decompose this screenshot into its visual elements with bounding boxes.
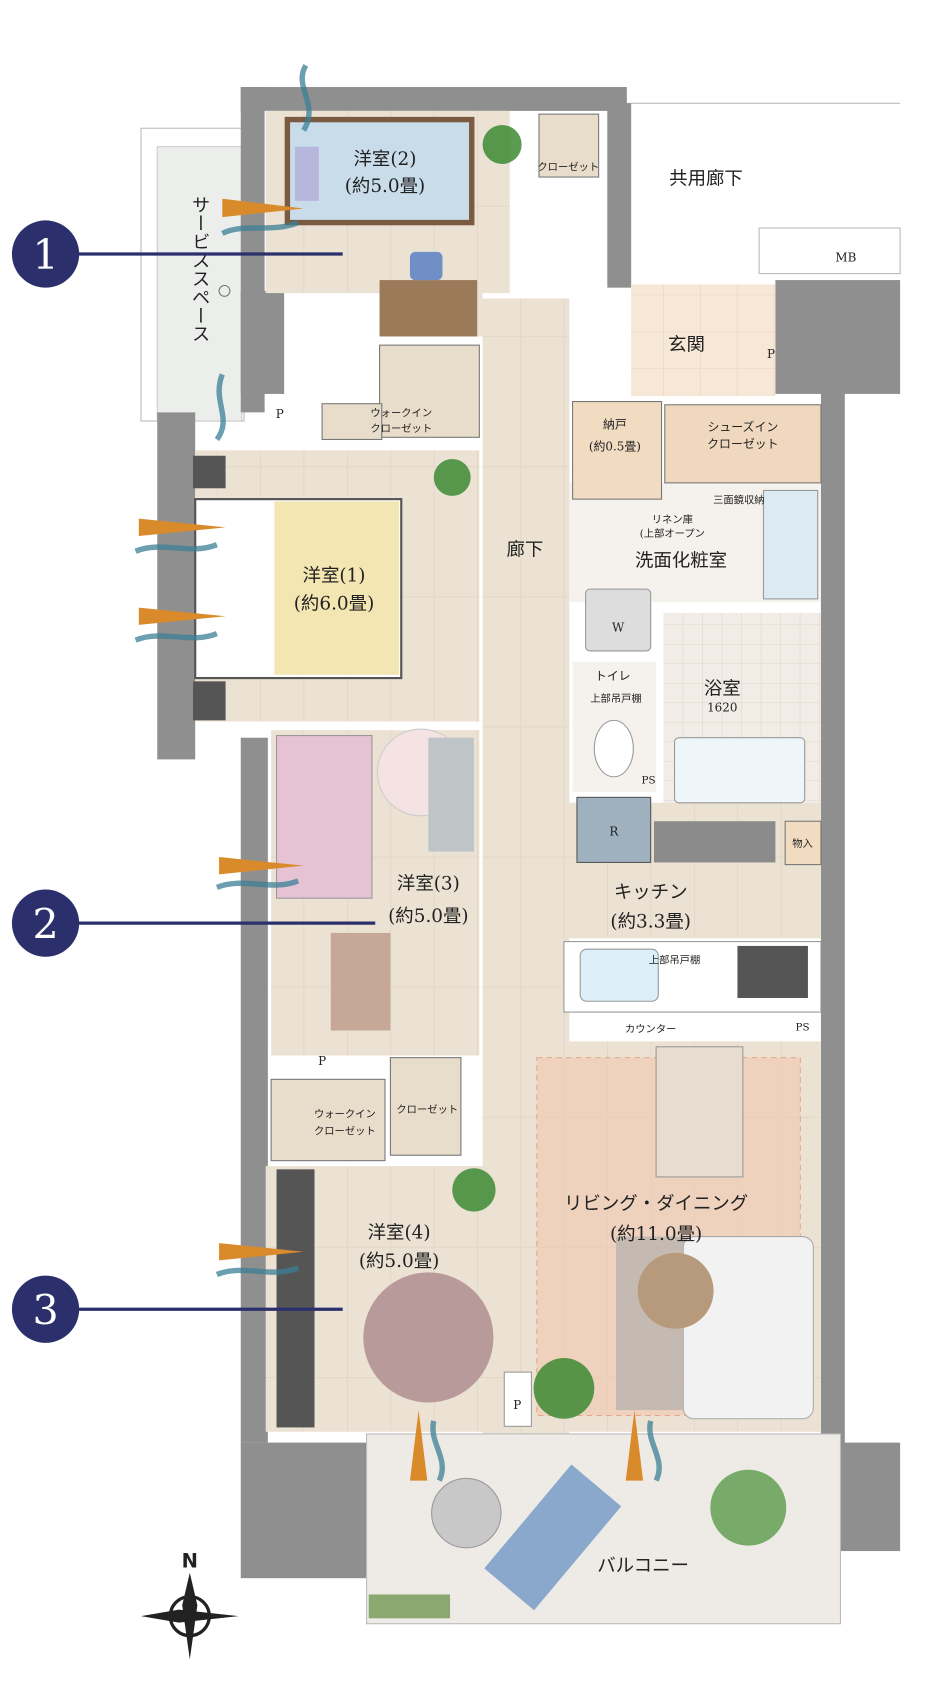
common-corridor-label: 共用廊下 — [669, 169, 743, 190]
bathtub — [674, 737, 806, 804]
desk-western2 — [379, 280, 478, 337]
p-label: P — [767, 347, 775, 361]
walkin2-label-2: クローゼット — [314, 1126, 376, 1138]
western3-size: (約5.0畳) — [388, 906, 469, 927]
shoe-closet-label-2: クローゼット — [707, 437, 778, 451]
p-label: P — [513, 1398, 521, 1412]
counter-label: カウンター — [625, 1024, 676, 1036]
mb-box — [758, 227, 901, 275]
furniture — [193, 113, 822, 1619]
tv-unit — [276, 1169, 315, 1428]
kitchen-cabinet-label: 上部吊戸棚 — [649, 953, 700, 966]
shoe-closet — [664, 404, 822, 484]
washer-label: W — [612, 620, 625, 634]
washer — [585, 588, 652, 652]
bed-western3 — [275, 735, 373, 899]
dining-table — [655, 1046, 744, 1178]
marker-2[interactable]: 2 — [11, 889, 376, 957]
sofa — [682, 1236, 814, 1420]
western1-label: 洋室(1) — [303, 566, 366, 587]
walkin2-label: ウォークイン — [314, 1108, 376, 1120]
fridge-label: R — [609, 824, 619, 838]
walkin1-label-2: クローゼット — [370, 423, 432, 435]
washroom-label: 洗面化粧室 — [635, 550, 727, 571]
marker-3[interactable]: 3 — [11, 1275, 343, 1343]
plant — [452, 1168, 496, 1212]
bath-label: 浴室 — [704, 678, 741, 699]
mb-label: MB — [835, 251, 856, 265]
plant — [482, 124, 522, 165]
marker-number: 1 — [32, 231, 58, 279]
closet-label-top: クローゼット — [537, 162, 599, 174]
western3-label: 洋室(3) — [397, 874, 460, 895]
linen-label: リネン庫 — [652, 513, 693, 526]
north-label: N — [182, 1549, 198, 1572]
mirror-storage-label: 三面鏡収納 — [713, 493, 764, 506]
marker-number: 3 — [32, 1286, 58, 1334]
p-label: P — [276, 407, 284, 421]
ps-label: PS — [642, 774, 656, 786]
walls — [157, 87, 901, 1579]
toilet-label: トイレ — [595, 669, 631, 683]
plant — [533, 1358, 595, 1419]
p-label: P — [318, 1054, 326, 1068]
ps-label: PS — [796, 1022, 810, 1034]
balcony-label: バルコニー — [597, 1556, 689, 1577]
bath-size: 1620 — [707, 701, 737, 715]
storage-size: (約0.5畳) — [589, 439, 641, 453]
ventilation-arrows — [138, 198, 644, 1481]
service-space-label: サービススペース — [189, 195, 210, 342]
toilet-note: 上部吊戸棚 — [590, 692, 641, 705]
living-label: リビング・ダイニング — [564, 1193, 748, 1214]
walkin1-label: ウォークイン — [370, 408, 432, 420]
kitchen-size: (約3.3畳) — [610, 911, 691, 932]
plant — [710, 1469, 787, 1546]
storage-room — [572, 400, 663, 500]
shoe-closet-label: シューズイン — [707, 420, 778, 434]
entrance-label: 玄関 — [668, 335, 705, 356]
marker-1[interactable]: 1 — [11, 220, 343, 288]
linen-label-2: (上部オープン — [640, 527, 705, 540]
plant — [433, 459, 471, 496]
fridge — [576, 796, 652, 863]
storage-label: 納戸 — [603, 418, 627, 432]
western1-size: (約6.0畳) — [294, 594, 375, 615]
wind-waves — [134, 63, 662, 1482]
service-space — [140, 127, 245, 422]
western4-size: (約5.0畳) — [359, 1251, 440, 1272]
deck-chair — [484, 1464, 622, 1611]
compass-icon: N — [140, 1549, 239, 1660]
corridor-label: 廊下 — [506, 540, 543, 561]
marker-number: 2 — [32, 900, 58, 948]
kitchen-storage-label: 物入 — [792, 837, 813, 850]
closet-label: クローゼット — [396, 1104, 458, 1116]
western4-label: 洋室(4) — [368, 1223, 431, 1244]
kitchen-label: キッチン — [614, 882, 688, 903]
western2-size: (約5.0畳) — [345, 176, 426, 197]
western2-label: 洋室(2) — [354, 149, 417, 170]
desk-western3 — [330, 932, 391, 1031]
living-size: (約11.0畳) — [610, 1224, 702, 1245]
